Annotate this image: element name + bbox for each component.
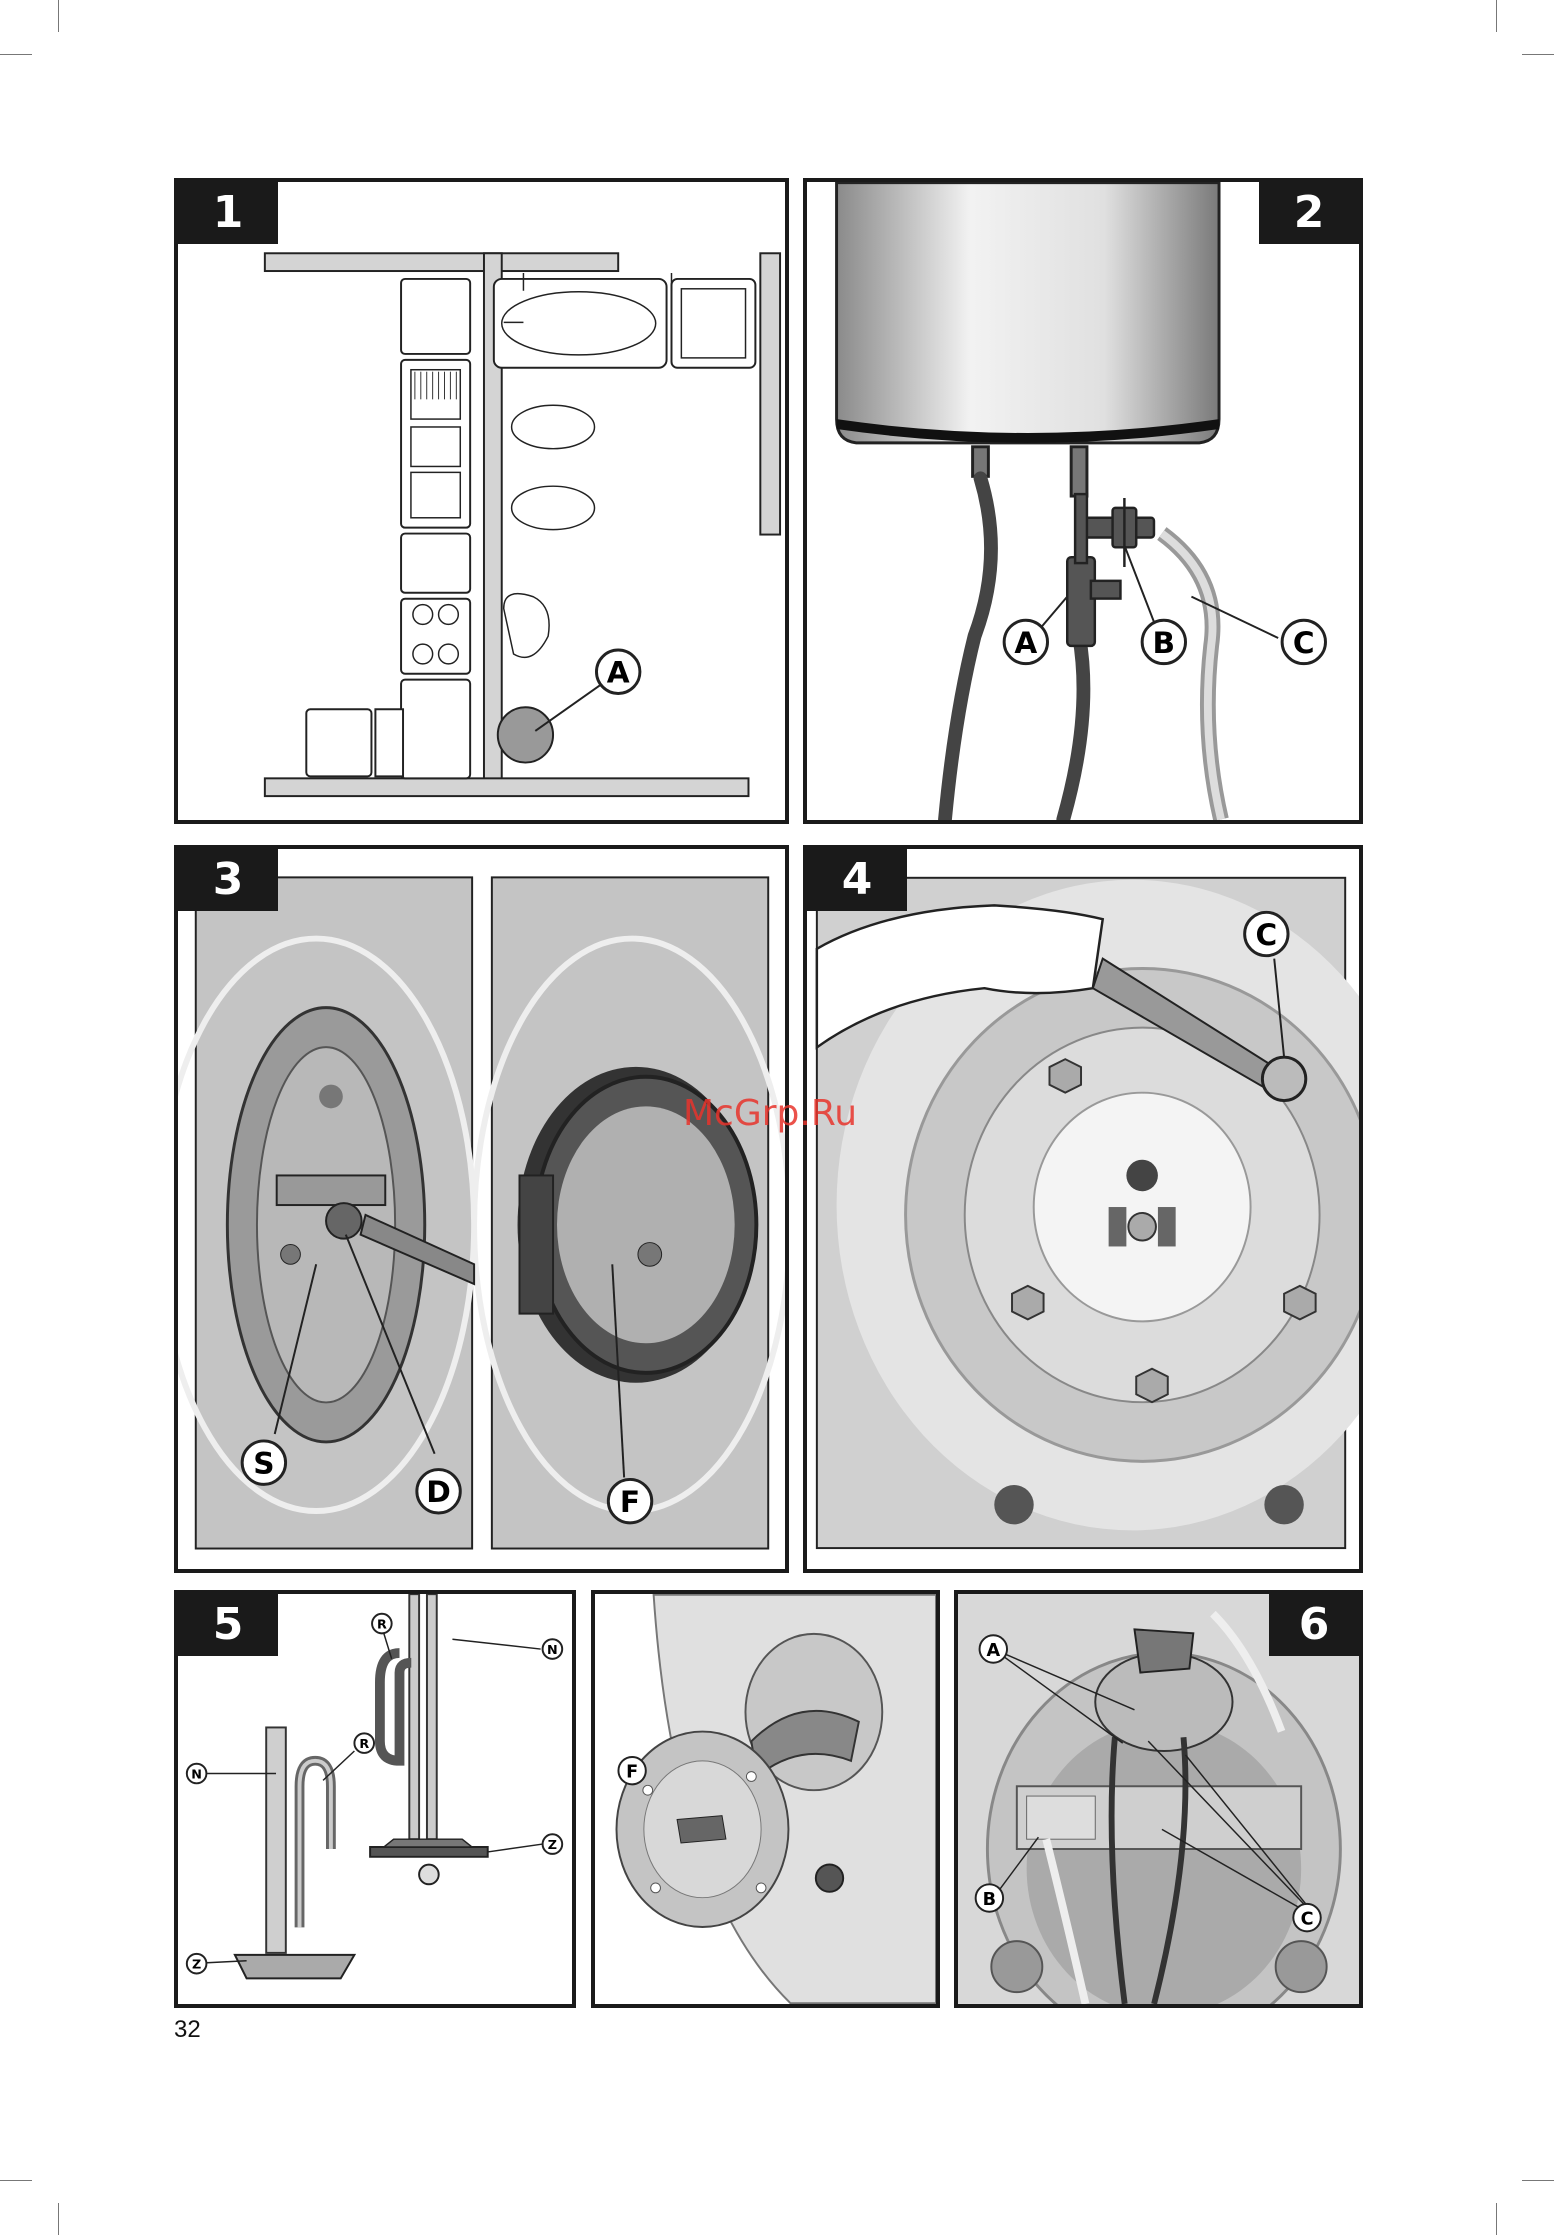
label-f: F	[620, 1485, 640, 1519]
floor-plan-drawing: A	[178, 182, 785, 820]
label-f: F	[626, 1763, 638, 1783]
label-b: B	[1153, 626, 1176, 660]
label-r: R	[359, 1737, 369, 1752]
label-c: C	[1293, 626, 1315, 660]
label-s: S	[253, 1447, 274, 1481]
flange-drawing: S D F	[178, 849, 785, 1569]
crop-mark	[1496, 2203, 1497, 2235]
panel-5b-flange-exploded: F	[591, 1590, 940, 2008]
watermark: McGrp.Ru	[683, 1093, 857, 1134]
label-a: A	[1014, 626, 1037, 660]
panel-number: 4	[807, 849, 907, 911]
flange-exploded-drawing: F	[595, 1594, 936, 2004]
panel-number: 1	[178, 182, 278, 244]
crop-mark	[58, 0, 59, 32]
label-c: C	[1255, 918, 1277, 952]
crop-mark	[0, 54, 32, 55]
label-z: Z	[548, 1838, 557, 1853]
label-n: N	[547, 1643, 558, 1658]
crop-mark	[1522, 54, 1554, 55]
water-heater-location	[498, 707, 553, 762]
panel-number: 5	[178, 1594, 278, 1656]
panel-number: 6	[1269, 1594, 1359, 1656]
label-z: Z	[192, 1958, 201, 1973]
panel-3-flange-removal: 3 S D F	[174, 845, 789, 1573]
panel-5-heating-element: 5 N R Z R N Z	[174, 1590, 576, 2008]
panel-4-socket-nuts: 4 C	[803, 845, 1363, 1573]
label-r: R	[377, 1617, 387, 1632]
panel-number: 3	[178, 849, 278, 911]
label-a: A	[607, 656, 630, 690]
label-c: C	[1301, 1909, 1314, 1929]
panel-6-thermostat-wiring: 6 A B C	[954, 1590, 1363, 2008]
label-a: A	[986, 1641, 1000, 1661]
crop-mark	[1496, 0, 1497, 32]
label-b: B	[983, 1890, 996, 1910]
crop-mark	[1522, 2180, 1554, 2181]
panel-number: 2	[1259, 182, 1359, 244]
crop-mark	[58, 2203, 59, 2235]
page-number: 32	[174, 2016, 201, 2044]
tank-drawing: A B C	[807, 182, 1359, 820]
socket-drawing: C	[807, 849, 1359, 1569]
label-d: D	[426, 1475, 451, 1509]
crop-mark	[0, 2180, 32, 2181]
panel-1-floor-plan: 1	[174, 178, 789, 824]
label-n: N	[191, 1767, 202, 1782]
panel-2-pipe-connections: 2	[803, 178, 1363, 824]
